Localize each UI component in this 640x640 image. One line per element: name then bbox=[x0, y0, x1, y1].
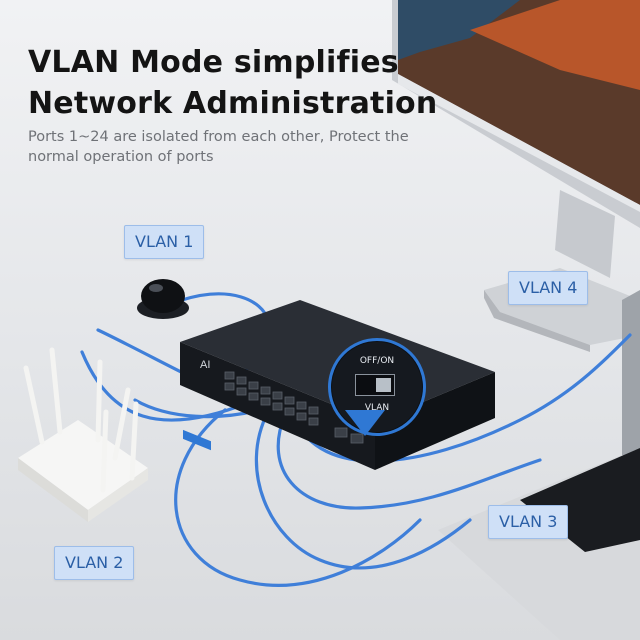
switch-port bbox=[236, 376, 247, 385]
cable-vlan4 bbox=[293, 333, 632, 463]
vlan-2-label: VLAN 2 bbox=[54, 546, 135, 580]
wifi-router bbox=[18, 347, 148, 522]
router-antenna bbox=[100, 409, 109, 493]
subheadline-line-2: normal operation of ports bbox=[28, 149, 214, 165]
monitor-screen-mountain bbox=[470, 0, 640, 90]
zoom-label-off-on: OFF/ON bbox=[359, 356, 395, 366]
cable-vlan3-b bbox=[276, 413, 542, 510]
switch-port bbox=[308, 417, 319, 426]
switch-port bbox=[296, 412, 307, 421]
vlan-3-label: VLAN 3 bbox=[488, 505, 569, 539]
cable-router-b bbox=[80, 350, 252, 422]
switch-port bbox=[260, 386, 271, 395]
cable-loop bbox=[174, 408, 422, 587]
switch-side bbox=[375, 372, 495, 470]
camera-highlight bbox=[149, 284, 163, 292]
switch-port bbox=[248, 392, 259, 401]
camera-dome bbox=[141, 279, 185, 313]
router-antenna bbox=[49, 347, 63, 435]
monitor bbox=[392, 0, 640, 352]
router-front bbox=[18, 458, 88, 522]
router-top bbox=[18, 420, 148, 510]
zoom-label-vlan: VLAN bbox=[364, 403, 390, 413]
headline-line-1: VLAN Mode simplifies bbox=[28, 45, 399, 80]
vlan-toggle-knob bbox=[376, 378, 391, 392]
vlan-4-label: VLAN 4 bbox=[508, 271, 589, 305]
switch-port bbox=[224, 371, 235, 380]
headline: VLAN Mode simplifies Network Administrat… bbox=[28, 42, 437, 124]
switch-port bbox=[224, 382, 235, 391]
monitor-dock bbox=[398, 74, 640, 212]
switch-port bbox=[260, 397, 271, 406]
monitor-screen-sky bbox=[398, 0, 520, 60]
vlan-1-label: VLAN 1 bbox=[124, 225, 205, 259]
switch-port bbox=[272, 402, 283, 411]
switch-port bbox=[296, 401, 307, 410]
zoom-pointer bbox=[345, 410, 385, 436]
security-camera bbox=[137, 279, 189, 319]
laptop-keyboard bbox=[520, 448, 640, 552]
vlan-toggle-switch bbox=[355, 374, 395, 396]
router-side bbox=[88, 468, 148, 522]
switch-port bbox=[248, 381, 259, 390]
switch-ports bbox=[224, 371, 364, 444]
cable-vlan3-a bbox=[254, 410, 472, 570]
switch-port bbox=[284, 407, 295, 416]
switch-panel-text: AI bbox=[200, 359, 210, 371]
router-antennas bbox=[23, 347, 139, 493]
router-antenna bbox=[95, 359, 103, 443]
subheadline-line-1: Ports 1~24 are isolated from each other,… bbox=[28, 129, 409, 145]
laptop-lid bbox=[622, 290, 640, 470]
switch-port bbox=[236, 387, 247, 396]
router-antenna bbox=[23, 365, 45, 445]
monitor-stand-edge bbox=[484, 290, 590, 352]
router-antenna bbox=[129, 401, 139, 481]
switch-port bbox=[284, 396, 295, 405]
laptop bbox=[438, 290, 640, 640]
subheadline: Ports 1~24 are isolated from each other,… bbox=[28, 127, 448, 167]
switch-brand-logo bbox=[183, 429, 211, 451]
monitor-stand-neck bbox=[555, 190, 615, 278]
headline-line-2: Network Administration bbox=[28, 86, 438, 121]
switch-port bbox=[308, 406, 319, 415]
switch-port bbox=[272, 391, 283, 400]
router-antenna bbox=[112, 387, 131, 461]
